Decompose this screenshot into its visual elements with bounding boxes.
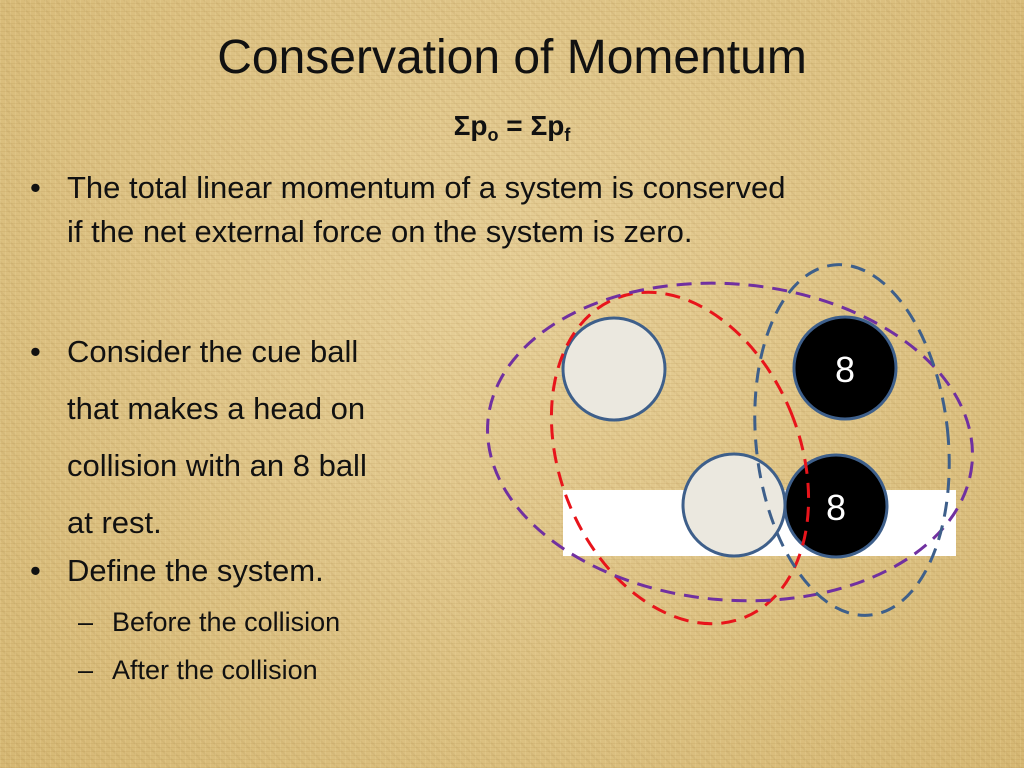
bullet-line: Consider the cue ball: [67, 334, 359, 369]
eight-ball-before-label: 8: [835, 349, 855, 390]
bullet-line: The total linear momentum of a system is…: [67, 170, 786, 205]
eight-ball-after-label: 8: [826, 487, 846, 528]
subbullet-text: After the collision: [112, 655, 318, 685]
bullet-symbol: •: [30, 553, 41, 588]
red-dashed-system-boundary: [549, 290, 811, 626]
cue-ball-before: [561, 316, 667, 422]
bullet-symbol: •: [30, 170, 41, 205]
cue-ball-after: [681, 452, 787, 558]
momentum-formula: Σpo = Σpf: [0, 110, 1024, 146]
purple-dashed-system-boundary: [486, 281, 974, 603]
eight-ball-after: [783, 453, 889, 559]
subbullet-symbol: –: [78, 655, 94, 685]
blue-dashed-system-boundary: [753, 263, 951, 617]
subbullet-text: Before the collision: [112, 607, 341, 637]
slide-title: Conservation of Momentum: [217, 31, 807, 84]
subbullet-symbol: –: [78, 607, 94, 637]
bullet-symbol: •: [30, 334, 41, 369]
eight-ball-before: [792, 315, 898, 421]
subbullet-before-collision: –Before the collision: [78, 606, 340, 638]
formula-equals: = Σp: [498, 110, 565, 141]
subbullet-after-collision: –After the collision: [78, 654, 318, 686]
bullet-line: Define the system.: [67, 553, 324, 588]
bullet-line: that makes a head on: [67, 391, 366, 426]
bullet-line: at rest.: [67, 505, 162, 540]
formula-left-subscript: o: [487, 125, 499, 145]
bullet-line: if the net external force on the system …: [67, 214, 693, 249]
formula-left: Σp: [453, 110, 488, 141]
bullet-line: collision with an 8 ball: [67, 448, 367, 483]
formula-right-subscript: f: [564, 125, 571, 145]
